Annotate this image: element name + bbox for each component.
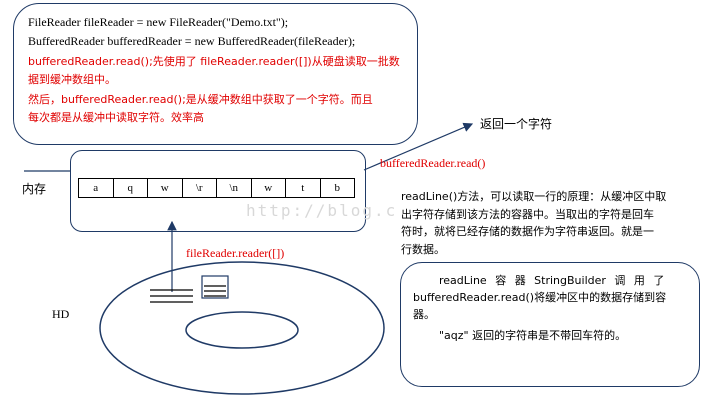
buffer-cell: w [148, 179, 183, 197]
note-line-3: 器。 [413, 308, 435, 321]
buffer-cell: q [114, 179, 148, 197]
note-line-2: bufferedReader.read()将缓冲区中的数据存储到容 [413, 291, 667, 304]
buffer-cell: a [79, 179, 114, 197]
buffer-cell: b [334, 182, 341, 194]
readline-note-box [400, 262, 700, 387]
code-line-6: 每次都是从缓冲中读取字符。效率高 [28, 111, 204, 124]
return-char-label: 返回一个字符 [480, 117, 553, 131]
code-line-4: 据到缓冲数组中。 [28, 73, 116, 86]
code-line-5: 然后，bufferedReader.read();是从缓冲数组中获取了一个字符。… [28, 93, 373, 106]
hard-disk-outer [99, 261, 385, 395]
readline-line-4: 行数据。 [401, 242, 445, 256]
buffer-cell: w [252, 179, 286, 197]
note-text: readLine 容 器 StringBuilder 调 用 了 buffere… [413, 272, 666, 344]
buffer-cell: \n [217, 179, 252, 197]
buffer-array: a q w \r \n w t b [78, 178, 355, 198]
file-reader-label: fileReader.reader([]) [186, 246, 285, 260]
memory-region [70, 150, 366, 232]
code-line-2: BufferedReader bufferedReader = new Buff… [28, 34, 356, 48]
buffer-cell: \r [183, 179, 217, 197]
readline-line-3: 符时，就将已经存储的数据作为字符串返回。就是一 [401, 225, 654, 238]
note-line-4: "aqz" 返回的字符串是不带回车符的。 [439, 329, 627, 342]
return-arrow [363, 122, 474, 171]
watermark: http://blog.c [246, 201, 398, 220]
code-explanation-box [13, 3, 418, 145]
code-line-1: FileReader fileReader = new FileReader("… [28, 15, 289, 29]
readline-line-2: 出字符存储到该方法的容器中。当取出的字符是回车 [401, 207, 654, 221]
memory-label: 内存 [22, 182, 47, 196]
hd-label: HD [52, 307, 70, 321]
buffered-read-label: bufferedReader.read() [380, 156, 486, 170]
hard-disk-inner [185, 311, 299, 349]
buffer-cell: t [286, 179, 321, 197]
readline-explanation: readLine()方法，可以读取一行的原理：从缓冲区中取 出字符存储到该方法的… [401, 188, 666, 258]
code-line-3: bufferedReader.read();先使用了 fileReader.re… [28, 55, 400, 68]
readline-line-1: readLine()方法，可以读取一行的原理：从缓冲区中取 [401, 190, 667, 203]
note-line-1: readLine 容 器 StringBuilder 调 用 了 [439, 274, 665, 287]
